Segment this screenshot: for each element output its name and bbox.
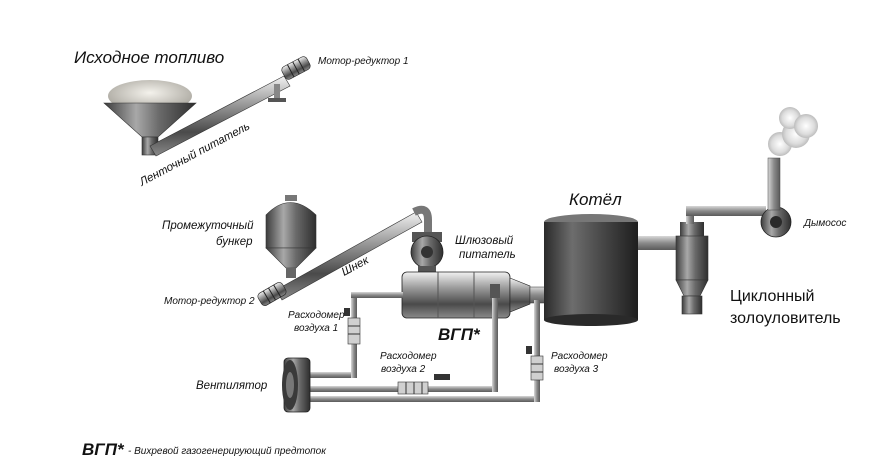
label-bunker-line2: бункер: [216, 236, 253, 248]
flowmeter-2: [397, 374, 450, 395]
label-flowmeter-1-line1: Расходомер: [288, 310, 345, 321]
lock-feeder: [410, 232, 444, 274]
label-flowmeter-3-line2: воздуха 3: [554, 364, 599, 375]
vortex-prefurnace: [401, 271, 547, 319]
motor-reducer-2: [257, 282, 287, 306]
flowmeter-1: [344, 308, 361, 345]
label-flowmeter-1-line2: воздуха 1: [294, 323, 338, 334]
fan: [282, 357, 311, 413]
label-boiler: Котёл: [569, 190, 622, 209]
stack: [767, 157, 781, 211]
label-flowmeter-2-line1: Расходомер: [380, 351, 437, 362]
label-smoke-exhauster: Дымосос: [803, 218, 846, 229]
smoke-exhauster: [760, 206, 792, 238]
label-cyclone-line1: Циклонный: [730, 288, 814, 305]
label-flowmeter-3-line1: Расходомер: [551, 351, 608, 362]
intermediate-bunker: [265, 195, 317, 278]
label-motor-reducer-2: Мотор-редуктор 2: [164, 296, 255, 307]
label-flowmeter-2-line2: воздуха 2: [381, 364, 426, 375]
label-fan: Вентилятор: [196, 380, 268, 392]
cyclone: [638, 206, 766, 315]
label-motor-reducer-1: Мотор-редуктор 1: [318, 56, 409, 67]
boiler: [544, 214, 638, 326]
label-lock-feeder-line2: питатель: [459, 249, 516, 261]
label-source-fuel: Исходное топливо: [74, 48, 224, 67]
label-lock-feeder-line1: Шлюзовый: [455, 235, 514, 247]
motor-reducer-1: [281, 56, 311, 80]
label-cyclone-line2: золоуловитель: [730, 310, 841, 327]
smoke-plume: [768, 107, 818, 156]
fuel-hopper: [103, 80, 197, 156]
flowmeter-3: [526, 346, 544, 381]
footnote-text: - Вихревой газогенерирующий предтопок: [128, 446, 327, 457]
footnote-abbr: ВГП*: [82, 440, 125, 459]
belt-feeder: [149, 75, 291, 157]
label-bunker-line1: Промежуточный: [162, 220, 254, 232]
label-vgp: ВГП*: [438, 325, 481, 344]
